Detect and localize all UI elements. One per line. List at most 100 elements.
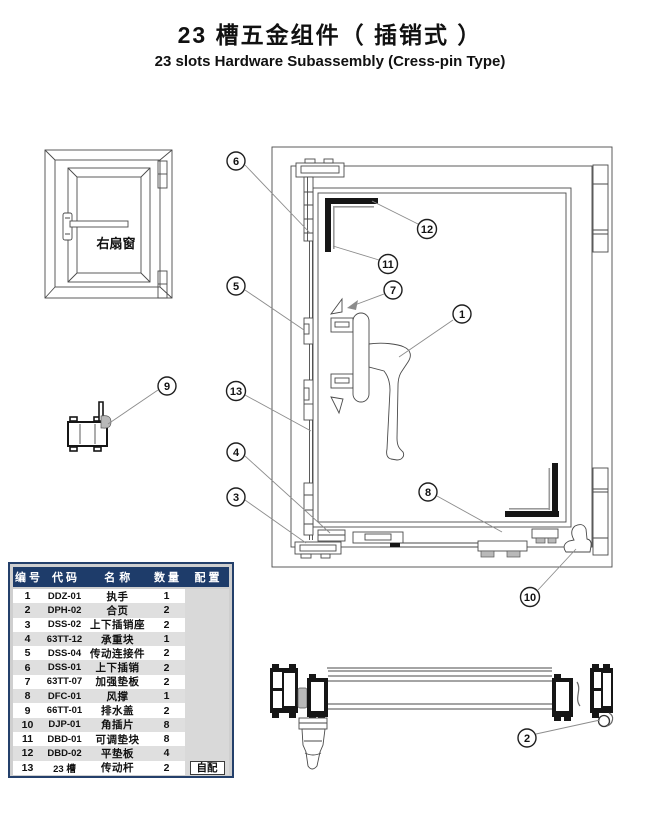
header-name: 名 称 — [104, 572, 131, 584]
table-row: 5 DSS-04 传动连接件 2 — [13, 646, 229, 661]
thumb-handle — [62, 212, 129, 241]
callout-8: 8 — [418, 482, 438, 502]
svg-text:12: 12 — [421, 224, 433, 236]
svg-text:8: 8 — [425, 487, 431, 499]
parts-table-body: 1 DDZ-01 执手 1 2 DPH-02 合页 2 3 DSS-02 上下插… — [13, 589, 229, 775]
cell-qty: 8 — [163, 718, 170, 731]
svg-text:3: 3 — [233, 492, 239, 504]
table-row: 8 DFC-01 风撑 1 — [13, 689, 229, 704]
transmission-connector-lower — [303, 379, 314, 421]
cell-name: 加强垫板 — [95, 676, 140, 689]
cell-qty: 2 — [163, 661, 170, 674]
table-row: 9 66TT-01 排水盖 2 — [13, 703, 229, 718]
cell-code: DBD-02 — [47, 747, 82, 759]
cell-no: 11 — [21, 733, 34, 746]
drain-cover — [100, 415, 112, 429]
xsec-handle — [298, 717, 328, 770]
cell-no: 12 — [21, 747, 34, 760]
cell-config — [185, 689, 229, 704]
callout-7: 7 — [383, 280, 403, 300]
cell-name: 上下插销座 — [90, 619, 145, 632]
cell-name: 合页 — [106, 604, 129, 617]
cell-qty: 4 — [163, 747, 170, 760]
corner-bracket-bottom-right — [505, 463, 559, 517]
callout-3: 3 — [226, 487, 246, 507]
cell-no: 6 — [24, 661, 31, 674]
cell-config — [185, 731, 229, 747]
hinge-gasket — [597, 714, 611, 728]
cell-code: DJP-01 — [48, 719, 81, 731]
cell-qty: 2 — [163, 647, 170, 660]
sash-outer — [312, 187, 572, 528]
cell-name: 传动杆 — [101, 762, 134, 775]
table-row: 11 DBD-01 可调垫块 8 — [13, 731, 229, 747]
svg-text:7: 7 — [390, 285, 396, 297]
cell-qty: 1 — [163, 633, 170, 646]
cell-code: 23 槽 — [53, 763, 76, 775]
hinge-block-bottom — [592, 467, 609, 556]
parts-table-header: 编 号 代 码 名 称 数 量 配 置 — [13, 567, 229, 587]
xsec-left-profile — [270, 664, 328, 721]
cell-name: 上下插销 — [95, 662, 140, 675]
cell-code: 66TT-01 — [46, 705, 83, 717]
cross-section-drawing — [270, 664, 614, 770]
cell-qty: 2 — [163, 618, 170, 631]
cell-code: 63TT-07 — [46, 676, 83, 688]
top-latch-assembly — [295, 158, 345, 242]
table-row: 7 63TT-07 加强垫板 2 — [13, 674, 229, 690]
corner-insert — [563, 524, 592, 553]
cell-config — [185, 646, 229, 661]
svg-text:5: 5 — [233, 281, 239, 293]
cell-config — [185, 703, 229, 718]
cell-no: 10 — [21, 718, 34, 731]
callout-11: 11 — [377, 253, 399, 275]
cell-no: 4 — [24, 633, 31, 646]
title-block: 23 槽五金组件（ 插销式 ） 23 slots Hardware Subass… — [30, 16, 630, 70]
cell-no: 7 — [24, 675, 31, 688]
callout-10: 10 — [519, 586, 541, 608]
table-row: 1 DDZ-01 执手 1 — [13, 589, 229, 604]
frame-inner — [290, 165, 593, 548]
cell-name: 可调垫块 — [95, 733, 140, 746]
cell-code: 63TT-12 — [46, 633, 83, 645]
cell-code: DFC-01 — [47, 690, 82, 702]
svg-text:13: 13 — [230, 386, 242, 398]
header-no: 编 号 — [14, 572, 41, 584]
callout-9: 9 — [157, 376, 177, 396]
thumb-hinge-bottom — [157, 270, 168, 299]
window-thumb-label: 右扇窗 — [95, 236, 135, 251]
table-row: 3 DSS-02 上下插销座 2 — [13, 617, 229, 632]
callout-13: 13 — [225, 380, 247, 402]
frame-outer — [271, 146, 613, 568]
cell-config: 自配 — [185, 760, 229, 775]
svg-text:4: 4 — [233, 447, 240, 459]
cell-config — [185, 589, 229, 604]
cell-name: 排水盖 — [101, 705, 134, 718]
table-row: 2 DPH-02 合页 2 — [13, 603, 229, 618]
svg-text:2: 2 — [524, 733, 530, 745]
leader-lines — [107, 164, 601, 735]
page-title: 23 槽五金组件（ 插销式 ） — [177, 22, 483, 48]
cell-no: 13 — [21, 761, 34, 774]
svg-text:10: 10 — [524, 592, 536, 604]
table-row: 4 63TT-12 承重块 1 — [13, 631, 229, 647]
table-row: 6 DSS-01 上下插销 2 — [13, 660, 229, 675]
corner-bracket-top-left — [325, 198, 378, 252]
cell-config — [185, 746, 229, 761]
cell-qty: 1 — [163, 590, 170, 603]
svg-text:1: 1 — [459, 309, 465, 321]
cell-config — [185, 674, 229, 690]
bottom-latch-assembly — [294, 482, 346, 559]
cell-name: 传动连接件 — [90, 647, 145, 660]
cell-qty: 1 — [163, 690, 170, 703]
transmission-connector-upper — [303, 317, 314, 345]
cell-code: DSS-02 — [47, 619, 82, 631]
cell-config — [185, 603, 229, 618]
callout-6: 6 — [226, 151, 246, 171]
page-subtitle: 23 slots Hardware Subassembly (Cress-pin… — [154, 53, 506, 70]
cell-qty: 2 — [163, 761, 170, 774]
cell-code: DPH-02 — [47, 604, 82, 616]
callout-4: 4 — [226, 442, 246, 462]
cell-no: 9 — [24, 704, 31, 717]
cell-code: DSS-04 — [47, 647, 82, 659]
